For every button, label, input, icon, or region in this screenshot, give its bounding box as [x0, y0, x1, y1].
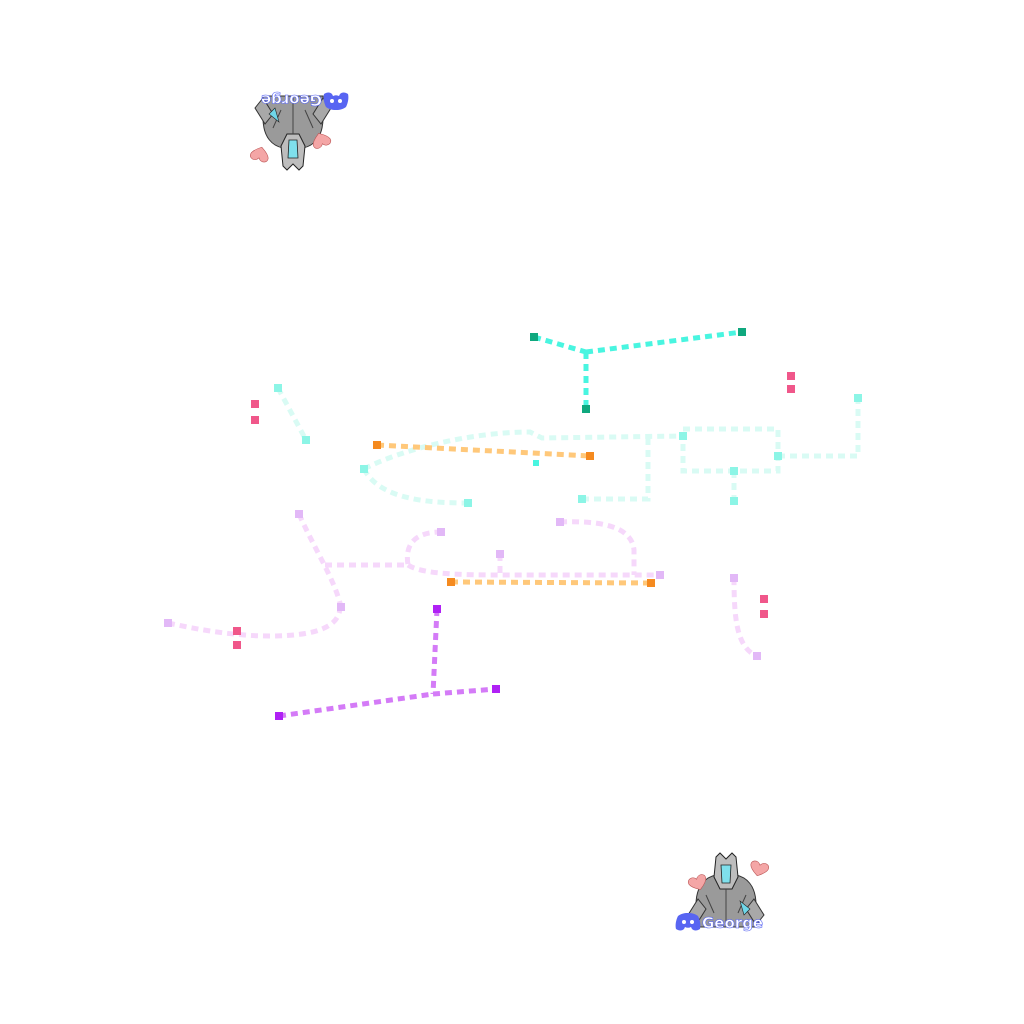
username-label: George	[261, 91, 322, 109]
node[interactable]	[433, 605, 441, 613]
discord-icon-eye	[690, 920, 694, 924]
node[interactable]	[233, 627, 241, 635]
node[interactable]	[251, 416, 259, 424]
node[interactable]	[647, 579, 655, 587]
teal-nodes	[530, 328, 746, 413]
node[interactable]	[753, 652, 761, 660]
faint-teal-link	[275, 386, 309, 442]
faint-teal-link	[778, 398, 861, 459]
node[interactable]	[533, 460, 539, 466]
node[interactable]	[656, 571, 664, 579]
node[interactable]	[464, 499, 472, 507]
faint-pink-link	[406, 562, 660, 578]
node[interactable]	[274, 384, 282, 392]
node[interactable]	[854, 394, 862, 402]
avatar-faceplate	[720, 864, 732, 884]
node[interactable]	[337, 603, 345, 611]
node[interactable]	[233, 641, 241, 649]
discord-icon	[675, 913, 701, 931]
node[interactable]	[730, 574, 738, 582]
faint-teal-link	[582, 438, 651, 502]
discord-icon-body	[323, 92, 349, 110]
faint-pink-nodes	[164, 510, 761, 660]
node[interactable]	[295, 510, 303, 518]
node[interactable]	[373, 441, 381, 449]
node[interactable]	[164, 619, 172, 627]
faint-pink-link	[167, 606, 343, 639]
discord-icon-body	[675, 913, 701, 931]
node[interactable]	[679, 432, 687, 440]
purple-nodes	[275, 605, 500, 720]
node[interactable]	[730, 497, 738, 505]
orange-nodes	[373, 441, 655, 587]
node[interactable]	[760, 610, 768, 618]
node[interactable]	[530, 333, 538, 341]
username-label: George	[702, 914, 763, 932]
avatar	[687, 852, 765, 928]
orange-links	[376, 442, 652, 586]
orange-link-bottom	[450, 579, 652, 586]
discord-icon-eye	[682, 920, 686, 924]
discord-icon-eye	[338, 99, 342, 103]
avatar-faceplate	[287, 139, 299, 159]
avatar-arm-right	[254, 97, 274, 125]
faint-teal-nodes	[274, 384, 862, 507]
node[interactable]	[360, 465, 368, 473]
node[interactable]	[774, 452, 782, 460]
node[interactable]	[275, 712, 283, 720]
node[interactable]	[251, 400, 259, 408]
discord-icon	[323, 92, 349, 110]
heart-icon	[312, 133, 332, 149]
teal-link	[533, 334, 587, 355]
avatar	[254, 95, 332, 171]
faint-pink-network	[167, 512, 759, 659]
node[interactable]	[492, 685, 500, 693]
faint-pink-link	[731, 577, 759, 659]
faint-teal-link	[361, 467, 469, 506]
node[interactable]	[760, 595, 768, 603]
node[interactable]	[787, 372, 795, 380]
heart-icon	[250, 146, 269, 163]
node[interactable]	[496, 550, 504, 558]
faint-teal-link	[680, 426, 781, 474]
node[interactable]	[302, 436, 310, 444]
teal-network	[533, 329, 743, 409]
faint-teal-network	[275, 386, 861, 506]
faint-pink-link	[325, 529, 442, 568]
purple-link	[432, 686, 497, 697]
purple-network	[278, 608, 497, 719]
teal-link	[585, 329, 743, 355]
heart-icon	[687, 874, 707, 890]
node[interactable]	[447, 578, 455, 586]
node[interactable]	[787, 385, 795, 393]
purple-link	[278, 691, 434, 719]
avatar-glow	[268, 107, 280, 123]
purple-link	[430, 608, 440, 695]
node[interactable]	[582, 405, 590, 413]
avatar-badge-top-left: George	[250, 91, 349, 171]
avatar-arm-right	[745, 898, 765, 926]
faint-pink-link	[559, 519, 637, 575]
node[interactable]	[437, 528, 445, 536]
avatar-glow	[739, 900, 751, 916]
node[interactable]	[586, 452, 594, 460]
node[interactable]	[556, 518, 564, 526]
heart-icon	[750, 860, 769, 877]
discord-icon-eye	[330, 99, 334, 103]
red-node-pairs	[233, 372, 795, 649]
faint-pink-link	[296, 512, 344, 608]
avatar-badge-bottom-right: George	[675, 852, 769, 932]
faint-teal-link	[362, 429, 684, 472]
node[interactable]	[578, 495, 586, 503]
node[interactable]	[730, 467, 738, 475]
node[interactable]	[738, 328, 746, 336]
